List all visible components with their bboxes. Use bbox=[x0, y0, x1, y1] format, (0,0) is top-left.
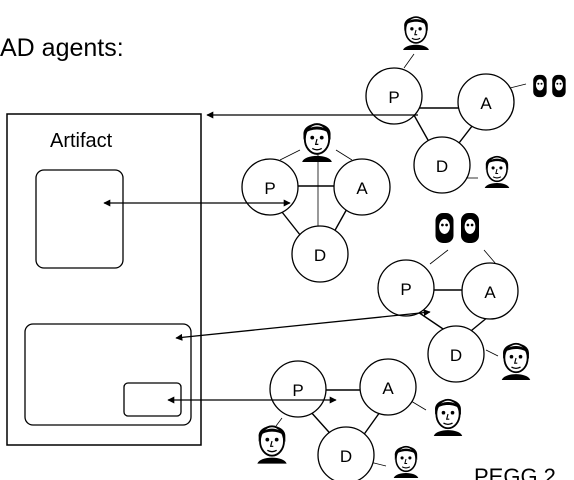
agent-group-3: P A D bbox=[377, 213, 532, 383]
agent-a-label: A bbox=[480, 94, 492, 113]
agent-p-label: P bbox=[292, 381, 303, 400]
agent-d-label: D bbox=[450, 346, 462, 365]
agent-a-node bbox=[461, 262, 519, 320]
agent-d-node bbox=[413, 136, 471, 194]
heading-text: AD agents: bbox=[0, 34, 124, 62]
artifact-label: Artifact bbox=[50, 130, 113, 152]
pair-of-persons-icon bbox=[533, 74, 566, 98]
artifact-part-lower bbox=[24, 323, 192, 426]
person-face-icon bbox=[301, 122, 333, 162]
agent-d-label: D bbox=[314, 246, 326, 265]
agent-a-label: A bbox=[484, 283, 496, 302]
agent-d-label: D bbox=[340, 447, 352, 466]
agent-a-label: A bbox=[382, 379, 394, 398]
agent-d-label: D bbox=[436, 157, 448, 176]
agent-d-node bbox=[291, 225, 349, 283]
person-face-icon bbox=[432, 398, 464, 436]
footer-text: PEGG 2 bbox=[474, 464, 556, 480]
artifact-box bbox=[6, 113, 202, 446]
agent-a-node bbox=[457, 73, 515, 131]
person-face-icon bbox=[500, 342, 532, 380]
agent-p-label: P bbox=[388, 88, 399, 107]
agent-group-4: P A D bbox=[256, 358, 464, 480]
agent-d-node bbox=[317, 426, 375, 480]
agent-d-node bbox=[427, 325, 485, 383]
person-face-icon bbox=[402, 15, 430, 50]
agent-a-node bbox=[359, 358, 417, 416]
agent-p-label: P bbox=[264, 179, 275, 198]
person-face-icon bbox=[256, 425, 288, 464]
agent-group-1: P A D bbox=[365, 15, 566, 194]
agent-a-label: A bbox=[356, 179, 368, 198]
person-face-icon bbox=[483, 155, 511, 188]
pair-of-persons-icon bbox=[435, 213, 479, 243]
agent-p-node bbox=[365, 67, 423, 125]
agent-p-label: P bbox=[400, 280, 411, 299]
artifact-part-upper bbox=[35, 169, 124, 269]
agent-a-node bbox=[333, 158, 391, 216]
arrow-artifact-link bbox=[175, 309, 431, 341]
person-face-icon bbox=[392, 445, 420, 478]
